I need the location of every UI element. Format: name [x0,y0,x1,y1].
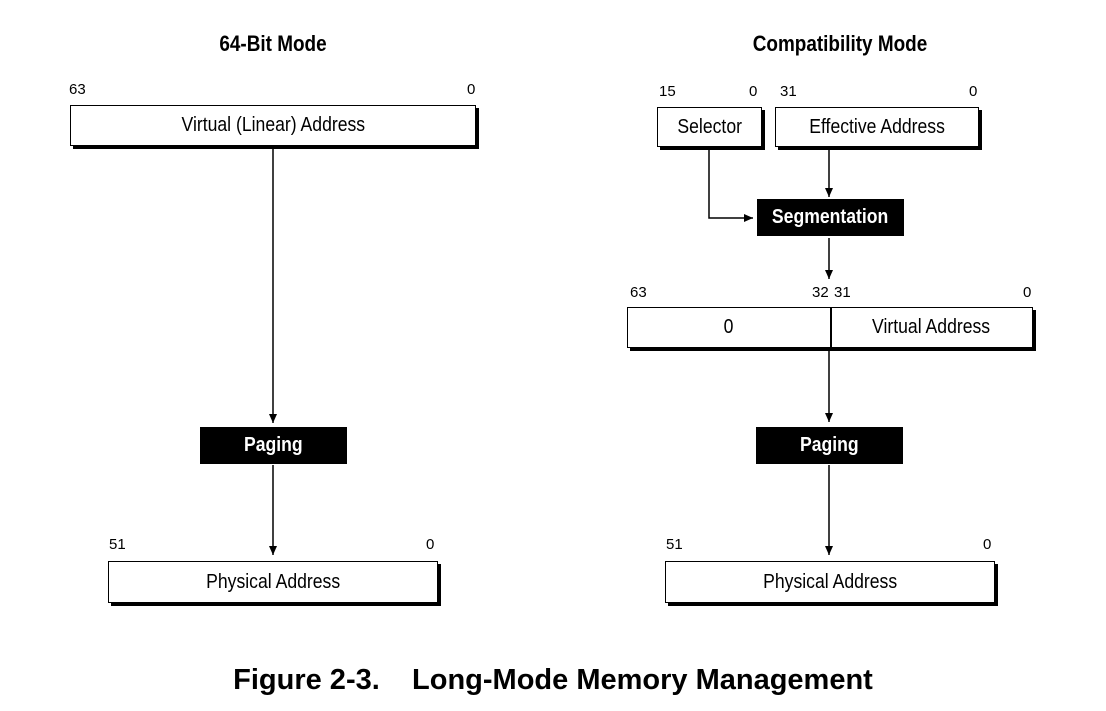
paging-label-right: Paging [800,434,859,456]
upper-bits-zero-label: 0 [724,316,734,338]
bit-label-0: 0 [1023,284,1032,301]
bit-label-0: 0 [426,536,435,553]
arrow-selector-to-segmentation [708,148,753,222]
physical-address-box-right: Physical Address [665,561,995,603]
figure-title: Long-Mode Memory Management [412,664,873,696]
effective-address-label: Effective Address [809,115,945,138]
bit-label-32: 32 [812,284,829,301]
figure-caption: Figure 2-3. Long-Mode Memory Management [0,664,1106,697]
bit-label-0: 0 [467,81,476,98]
physical-address-label-right: Physical Address [762,570,898,593]
title-64bit-mode: 64-Bit Mode [219,31,327,56]
field-divider [830,308,832,347]
virtual-address-field: Virtual Address [832,308,1031,347]
selector-label: Selector [677,115,742,138]
bit-label-0: 0 [749,83,758,100]
bit-label-63: 63 [630,284,647,301]
bit-label-51: 51 [109,536,126,553]
virtual-address-label: Virtual Address [872,316,991,338]
virtual-address-register-box: 0 Virtual Address [627,307,1033,348]
bit-label-51: 51 [666,536,683,553]
effective-address-box: Effective Address [775,107,979,147]
bit-label-31: 31 [780,83,797,100]
bit-label-31: 31 [834,284,851,301]
paging-block-right: Paging [756,427,903,464]
physical-address-box: Physical Address [108,561,438,603]
bit-label-0: 0 [969,83,978,100]
figure-number: Figure 2-3. [233,664,380,696]
paging-block: Paging [200,427,347,464]
upper-bits-field: 0 [628,308,830,347]
bit-label-63: 63 [69,81,86,98]
virtual-linear-address-box: Virtual (Linear) Address [70,105,476,146]
paging-label: Paging [244,434,303,456]
title-compatibility-mode: Compatibility Mode [752,31,928,56]
virtual-linear-address-label: Virtual (Linear) Address [181,114,365,136]
selector-box: Selector [657,107,762,147]
bit-label-0: 0 [983,536,992,553]
bit-label-15: 15 [659,83,676,100]
segmentation-label: Segmentation [772,206,889,228]
physical-address-label: Physical Address [205,570,341,593]
segmentation-block: Segmentation [757,199,904,236]
